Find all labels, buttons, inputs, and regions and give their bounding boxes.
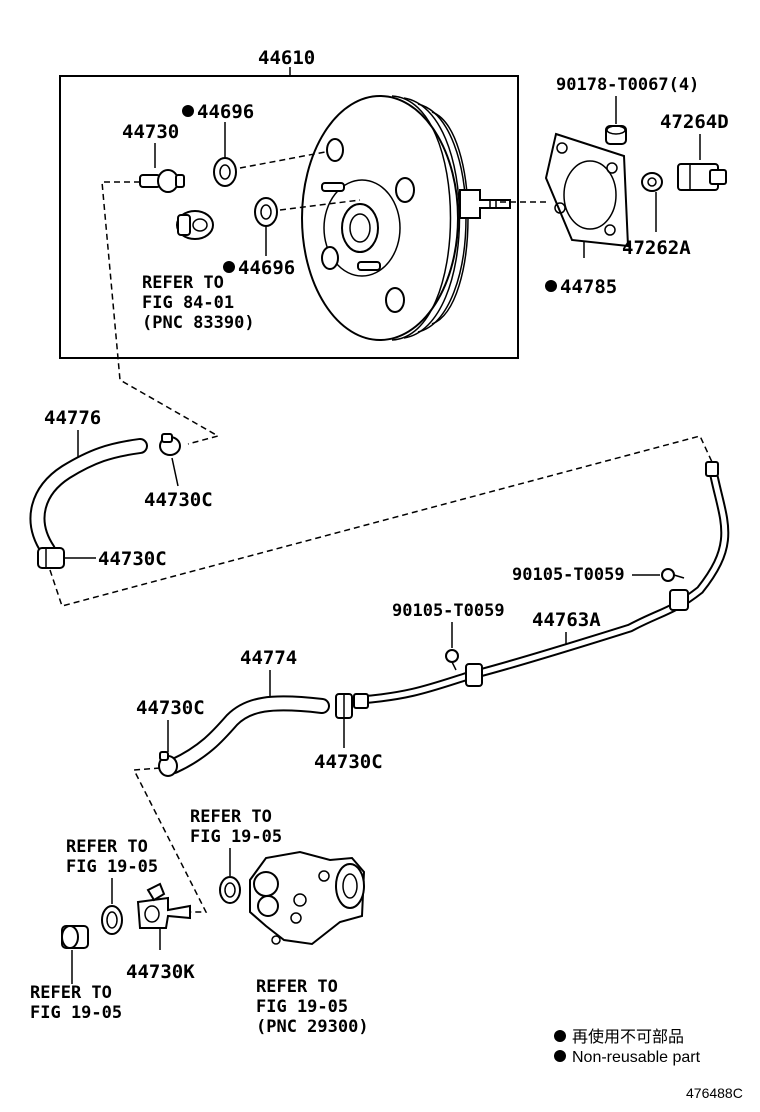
refer-19-05-d-line1[interactable]: REFER TO [256,977,338,997]
grommet-44696-bottom [254,197,278,227]
label-44763a[interactable]: 44763A [532,609,601,631]
bolt-90105-b [445,649,459,671]
label-44730k[interactable]: 44730K [126,961,195,983]
label-90178-t0067[interactable]: 90178-T0067(4) [556,75,699,95]
union-44730k [136,882,191,929]
legend-japanese: 再使用不可部品 [572,1028,684,1046]
label-44774[interactable]: 44774 [240,647,297,669]
clevis-47264d [677,163,727,191]
vacuum-pump [249,850,366,946]
refer-19-05-c-line2[interactable]: FIG 19-05 [30,1003,122,1023]
non-reusable-dot-44785 [545,280,557,292]
label-44730c-c[interactable]: 44730C [136,697,205,719]
refer-19-05-d-line2[interactable]: FIG 19-05 [256,997,348,1017]
refer-19-05-d-line3[interactable]: (PNC 29300) [256,1017,369,1037]
diagram-code: 476488C [686,1085,743,1101]
label-44730[interactable]: 44730 [122,121,179,143]
o-ring-b [101,905,123,935]
refer-19-05-b-line1[interactable]: REFER TO [66,837,148,857]
non-reusable-dot-44696-bottom [223,261,235,273]
label-90105-t0059-b[interactable]: 90105-T0059 [392,601,505,621]
clip-44730c-a [159,433,181,456]
label-90105-t0059-a[interactable]: 90105-T0059 [512,565,625,585]
label-47264d[interactable]: 47264D [660,111,729,133]
nut-90178 [605,125,627,145]
legend-english: Non-reusable part [572,1049,701,1066]
bolt-90105-a [661,568,685,582]
label-44730c-d[interactable]: 44730C [314,751,383,773]
brake-booster [301,95,511,341]
refer-84-01-line3[interactable]: (PNC 83390) [142,313,255,333]
check-valve-44730 [139,169,185,193]
label-44730c-a[interactable]: 44730C [144,489,213,511]
valve-fitting [176,210,214,240]
refer-84-01-line1[interactable]: REFER TO [142,273,224,293]
clip-44730c-d [335,693,353,719]
refer-19-05-a-line2[interactable]: FIG 19-05 [190,827,282,847]
o-ring-a [219,876,241,904]
label-44696-bottom[interactable]: 44696 [238,257,295,279]
gasket-44785 [544,132,630,248]
clip-44730c-c [158,751,178,777]
grommet-44696-top [213,157,237,187]
label-44610[interactable]: 44610 [258,47,315,69]
nut-47262a [641,172,663,192]
refer-84-01-line2[interactable]: FIG 84-01 [142,293,234,313]
clip-44730c-b [37,547,65,569]
label-44730c-b[interactable]: 44730C [98,548,167,570]
label-47262a[interactable]: 47262A [622,237,691,259]
label-44696-top[interactable]: 44696 [197,101,254,123]
refer-19-05-a-line1[interactable]: REFER TO [190,807,272,827]
refer-19-05-c-line1[interactable]: REFER TO [30,983,112,1003]
refer-19-05-b-line2[interactable]: FIG 19-05 [66,857,158,877]
label-44785[interactable]: 44785 [560,276,617,298]
assembly-box-44610 [59,75,519,359]
pipe-44763a [353,461,730,709]
legend-dot-english [554,1050,566,1062]
legend-dot-japanese [554,1030,566,1042]
label-44776[interactable]: 44776 [44,407,101,429]
non-reusable-dot-44696-top [182,105,194,117]
plug [61,925,89,949]
